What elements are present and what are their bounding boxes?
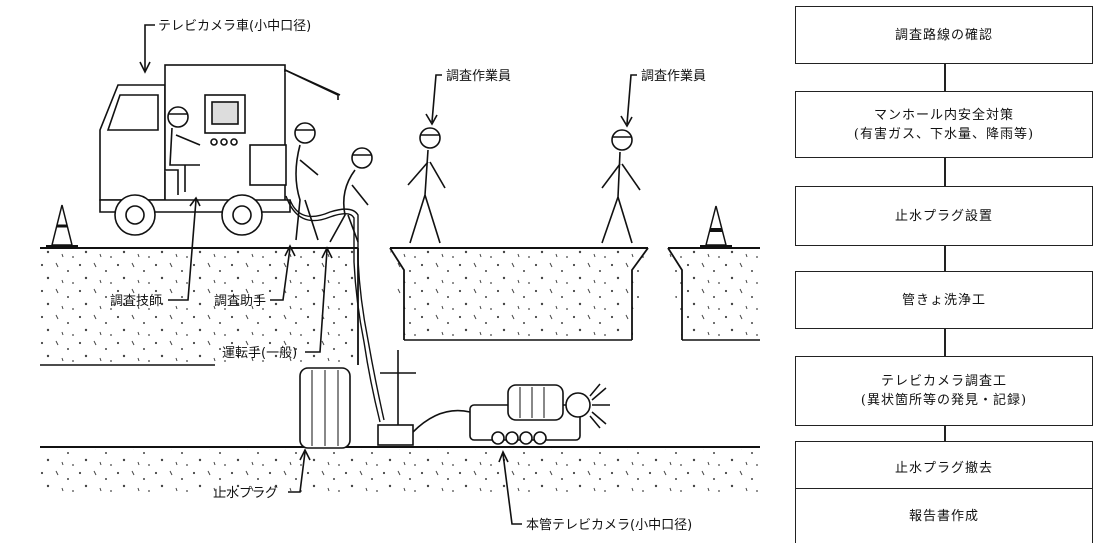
flow-step-text: 止水プラグ撤去: [894, 461, 993, 476]
camera-truck-icon: [99, 64, 341, 236]
label-main-camera: 本管テレビカメラ(小中口径): [526, 518, 692, 533]
walking-worker-icon: [601, 129, 641, 244]
tv-camera-crawler-icon: [412, 383, 610, 445]
flow-step-plug-install: 止水プラグ設置: [795, 186, 1093, 246]
hose: [285, 195, 385, 423]
label-camera-truck: テレビカメラ車(小中口径): [158, 19, 311, 34]
ground-soil: [40, 247, 760, 366]
sewer-pipe: [40, 446, 760, 494]
flow-step-text: (有害ガス、下水量、降雨等): [853, 126, 1035, 142]
driver-worker-icon: [329, 147, 373, 243]
flow-step-text: 管きょ洗浄工: [901, 292, 986, 308]
flow-step-text: (異状箇所等の発見・記録): [860, 393, 1028, 408]
flow-connector: [944, 246, 946, 271]
label-stop-plug: 止水プラグ: [213, 486, 278, 501]
flow-connector: [944, 329, 946, 356]
flow-step-text: 報告書作成: [908, 508, 979, 524]
flow-step-text: テレビカメラ調査工: [880, 374, 1007, 389]
sewer-inspection-illustration: テレビカメラ車(小中口径) 調査作業員 調査作業員 調査技師 調査助手 運転手(…: [40, 19, 760, 533]
assistant-worker-icon: [294, 122, 319, 241]
flow-connector: [944, 158, 946, 186]
winch-icon: [377, 350, 416, 446]
flow-step-text: マンホール内安全対策: [873, 107, 1014, 123]
walking-worker-icon: [407, 127, 446, 244]
traffic-cone-icon: [46, 204, 78, 247]
flow-step-tv-survey: テレビカメラ調査工 (異状箇所等の発見・記録): [795, 356, 1093, 426]
label-technician: 調査技師: [110, 294, 162, 309]
procedure-flowchart: 調査路線の確認 マンホール内安全対策 (有害ガス、下水量、降雨等) 止水プラグ設…: [795, 6, 1095, 543]
flow-step-pipe-cleaning: 管きょ洗浄工: [795, 271, 1093, 329]
traffic-cone-icon: [700, 205, 732, 247]
flow-connector: [944, 64, 946, 91]
stop-plug-icon: [299, 367, 351, 449]
label-assistant: 調査助手: [214, 294, 266, 309]
flow-step-text: 調査路線の確認: [894, 27, 993, 43]
flow-step-text: 止水プラグ設置: [894, 208, 993, 224]
flow-step-report: 報告書作成: [795, 488, 1093, 543]
leader-lines: [139, 24, 637, 525]
label-worker-2: 調査作業員: [641, 68, 706, 84]
flow-step-route-check: 調査路線の確認: [795, 6, 1093, 64]
flow-step-manhole-safety: マンホール内安全対策 (有害ガス、下水量、降雨等): [795, 91, 1093, 158]
flow-connector: [944, 426, 946, 441]
label-driver: 運転手(一般): [222, 345, 297, 361]
label-worker-1: 調査作業員: [446, 68, 511, 84]
